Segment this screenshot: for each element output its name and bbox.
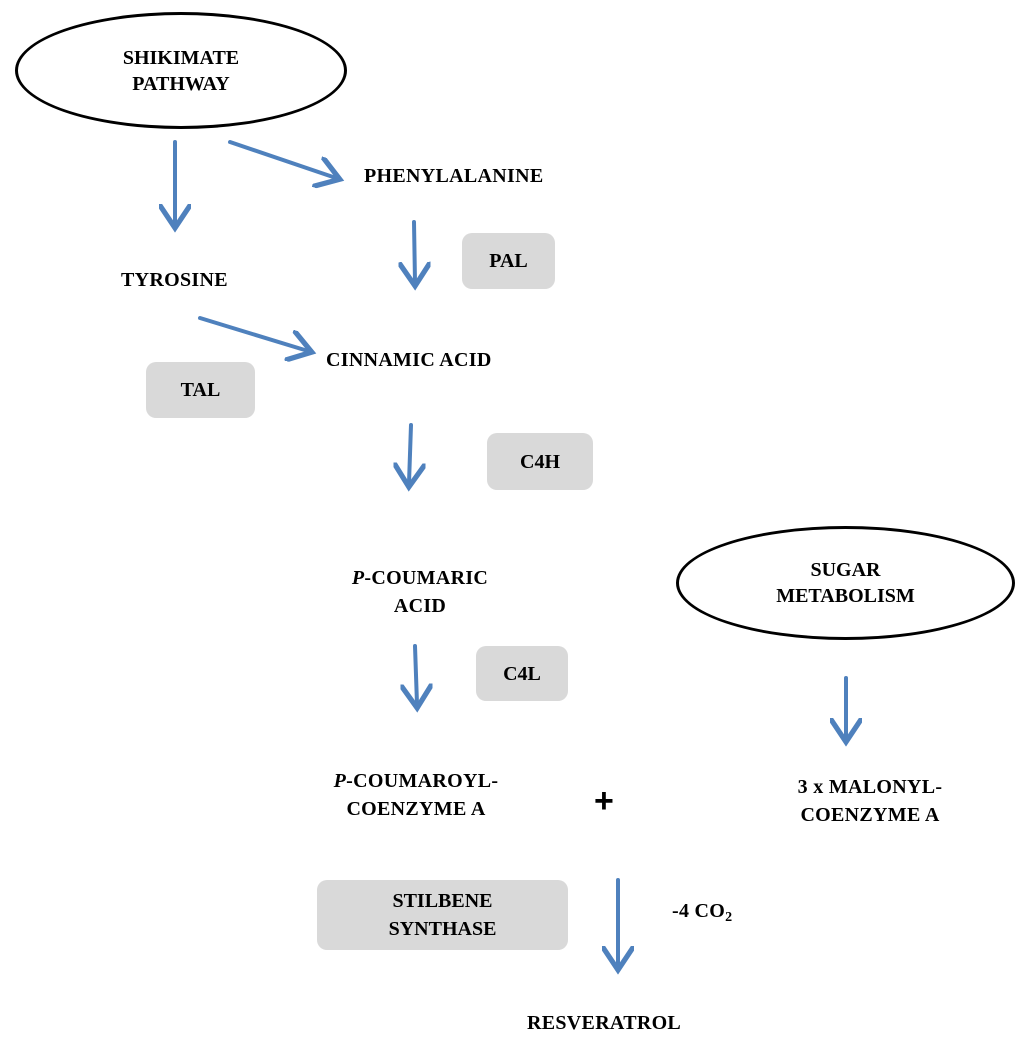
sugar-label-line1: SUGAR bbox=[810, 559, 881, 581]
shikimate-pathway-ellipse: SHIKIMATE PATHWAY bbox=[15, 12, 347, 129]
enzyme-c4h: C4H bbox=[487, 433, 593, 490]
p-coumaroyl-line2: COENZYME A bbox=[346, 798, 486, 820]
p-coumaroyl-line1: -COUMAROYL- bbox=[346, 770, 499, 792]
co2-prefix: -4 CO bbox=[672, 900, 726, 922]
sugar-label-line2: METABOLISM bbox=[776, 585, 915, 607]
arrow-shikimate-to-phenylalanine bbox=[228, 140, 336, 178]
p-coumaroyl-prefix: P bbox=[333, 770, 347, 792]
sugar-metabolism-ellipse: SUGAR METABOLISM bbox=[676, 526, 1015, 640]
arrow-tyrosine-to-cinnamic bbox=[198, 316, 308, 351]
p-coumaric-line1: -COUMARIC bbox=[364, 567, 489, 589]
co2-subscript: 2 bbox=[725, 910, 733, 925]
co2-release-label: -4 CO2 bbox=[672, 897, 732, 925]
p-coumaric-prefix: P bbox=[351, 567, 365, 589]
plus-sign: + bbox=[594, 782, 614, 820]
tyrosine-label: TYROSINE bbox=[121, 269, 228, 291]
phenylalanine-label: PHENYLALANINE bbox=[364, 165, 544, 187]
stilbene-line2: SYNTHASE bbox=[388, 918, 497, 940]
resveratrol-label: RESVERATROL bbox=[527, 1012, 682, 1034]
cinnamic-acid-label: CINNAMIC ACID bbox=[326, 349, 492, 371]
enzyme-stilbene-synthase: STILBENE SYNTHASE bbox=[317, 880, 568, 950]
p-coumaric-line2: ACID bbox=[393, 595, 447, 617]
shikimate-label-line1: SHIKIMATE bbox=[122, 46, 240, 69]
enzyme-c4l: C4L bbox=[476, 646, 568, 701]
shikimate-label-line2: PATHWAY bbox=[132, 72, 230, 95]
malonyl-coa-label: 3 x MALONYL- COENZYME A bbox=[770, 773, 970, 829]
stilbene-line1: STILBENE bbox=[392, 890, 493, 912]
arrow-cinnamic-to-pcoumaric bbox=[409, 423, 411, 483]
malonyl-line1: 3 x MALONYL- bbox=[797, 776, 943, 798]
enzyme-pal: PAL bbox=[462, 233, 555, 289]
malonyl-line2: COENZYME A bbox=[800, 804, 940, 826]
enzyme-tal: TAL bbox=[146, 362, 255, 418]
p-coumaroyl-coa-label: P-COUMAROYL- COENZYME A bbox=[318, 767, 514, 823]
arrow-phenylalanine-to-cinnamic bbox=[414, 220, 415, 282]
arrow-pcoumaric-to-pcoumaroyl bbox=[415, 644, 417, 704]
p-coumaric-acid-label: P-COUMARIC ACID bbox=[330, 564, 510, 620]
